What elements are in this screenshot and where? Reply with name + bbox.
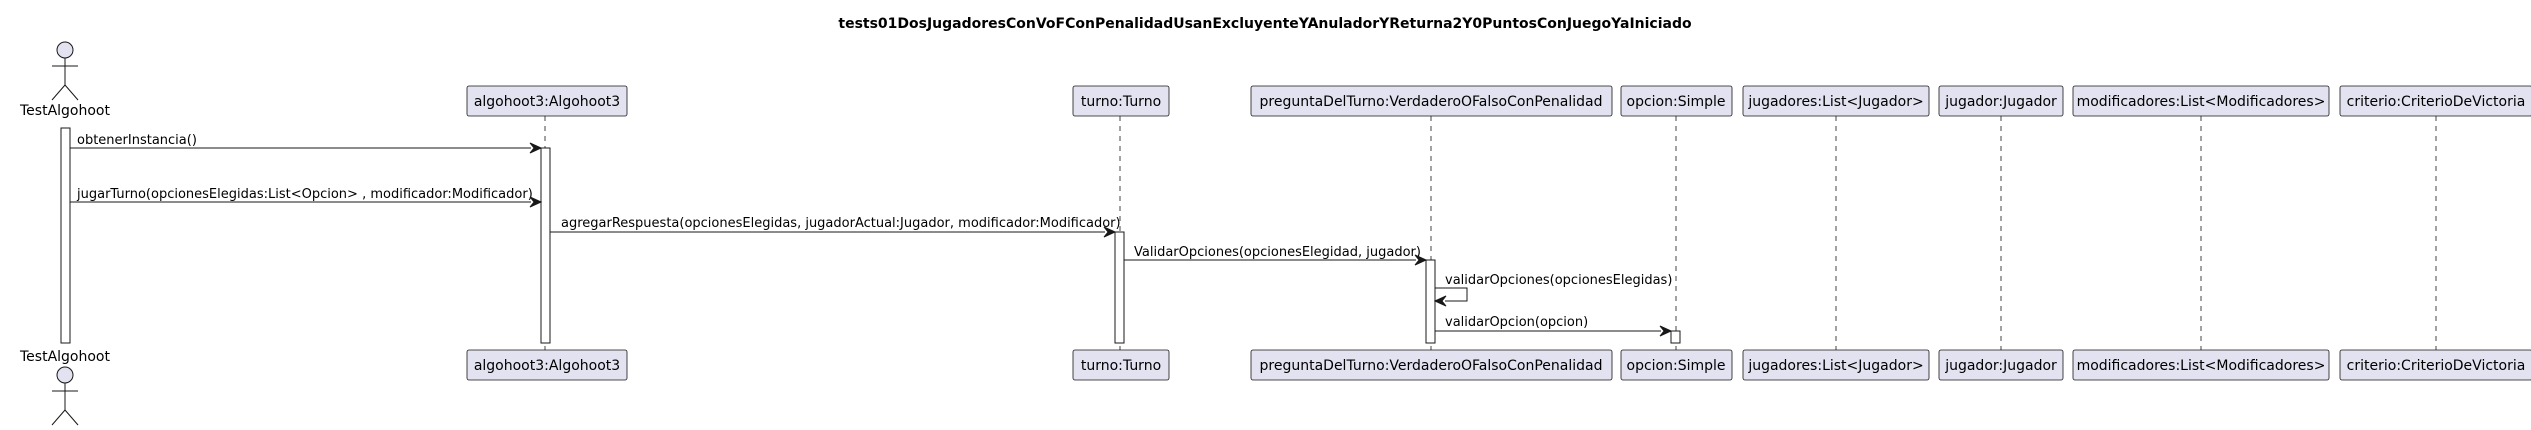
message-label: jugarTurno(opcionesElegidas:List<Opcion>…: [76, 187, 533, 202]
actor-top: TestAlgohoot: [19, 41, 111, 119]
diagram-title: tests01DosJugadoresConVoFConPenalidadUsa…: [838, 16, 1692, 32]
message-validar-opciones-jugador: ValidarOpciones(opcionesElegidad, jugado…: [1124, 245, 1428, 266]
participant-preguntadelturno-bottom: preguntaDelTurno:VerdaderoOFalsoConPenal…: [1260, 358, 1603, 374]
participant-opcion: opcion:Simple: [1627, 94, 1726, 110]
message-validar-opcion: validarOpcion(opcion): [1435, 315, 1673, 337]
message-label: agregarRespuesta(opcionesElegidas, jugad…: [561, 216, 1121, 231]
message-label: obtenerInstancia(): [77, 133, 197, 148]
arrowhead: [1103, 226, 1117, 238]
participants-bottom: algohoot3:Algohoot3 turno:Turno pregunta…: [466, 349, 2531, 381]
participant-modificadores-bottom: modificadores:List<Modificadores>: [2077, 358, 2326, 374]
actor-label-bottom: TestAlgohoot: [19, 349, 110, 365]
participant-modificadores: modificadores:List<Modificadores>: [2077, 94, 2326, 110]
activation-bar-opcion: [1670, 330, 1681, 344]
actor-label-top: TestAlgohoot: [19, 103, 110, 119]
participant-preguntadelturno: preguntaDelTurno:VerdaderoOFalsoConPenal…: [1260, 94, 1603, 110]
arrowhead: [1433, 295, 1447, 307]
message-validar-opciones-self: validarOpciones(opcionesElegidas): [1433, 273, 1672, 307]
lifelines: [64, 116, 2437, 352]
actor-head-icon: [56, 366, 74, 384]
participant-turno-bottom: turno:Turno: [1081, 358, 1161, 374]
arrowhead: [529, 196, 543, 208]
activation-bar-testalgohoot: [60, 127, 71, 344]
arrowhead: [1414, 254, 1428, 266]
activation-bar-turno: [1114, 231, 1125, 344]
message-agregar-respuesta: agregarRespuesta(opcionesElegidas, jugad…: [550, 216, 1121, 238]
participant-jugadores-bottom: jugadores:List<Jugador>: [1747, 358, 1923, 374]
messages: obtenerInstancia() jugarTurno(opcionesEl…: [70, 133, 1673, 337]
message-obtener-instancia: obtenerInstancia(): [70, 133, 543, 154]
activation-bars: [60, 127, 1681, 344]
participant-algohoot3-bottom: algohoot3:Algohoot3: [474, 358, 620, 374]
participants-top: algohoot3:Algohoot3 turno:Turno pregunta…: [466, 85, 2531, 117]
message-jugar-turno: jugarTurno(opcionesElegidas:List<Opcion>…: [70, 187, 543, 208]
participant-jugador: jugador:Jugador: [1944, 94, 2057, 110]
arrowhead: [1659, 325, 1673, 337]
message-label: validarOpcion(opcion): [1445, 315, 1588, 330]
participant-jugadores: jugadores:List<Jugador>: [1747, 94, 1923, 110]
participant-algohoot3: algohoot3:Algohoot3: [474, 94, 620, 110]
actor-head-icon: [56, 41, 74, 59]
participant-opcion-bottom: opcion:Simple: [1627, 358, 1726, 374]
message-label: ValidarOpciones(opcionesElegidad, jugado…: [1134, 245, 1421, 260]
participant-criterio-bottom: criterio:CriterioDeVictoria: [2347, 358, 2526, 374]
activation-bar-preguntadelturno: [1425, 259, 1436, 344]
participant-criterio: criterio:CriterioDeVictoria: [2347, 94, 2526, 110]
actor-bottom: TestAlgohoot: [19, 349, 111, 426]
message-label: validarOpciones(opcionesElegidas): [1445, 273, 1672, 288]
participant-jugador-bottom: jugador:Jugador: [1944, 358, 2057, 374]
arrowhead: [529, 142, 543, 154]
activation-bar-algohoot3: [540, 147, 551, 344]
participant-turno: turno:Turno: [1081, 94, 1161, 110]
